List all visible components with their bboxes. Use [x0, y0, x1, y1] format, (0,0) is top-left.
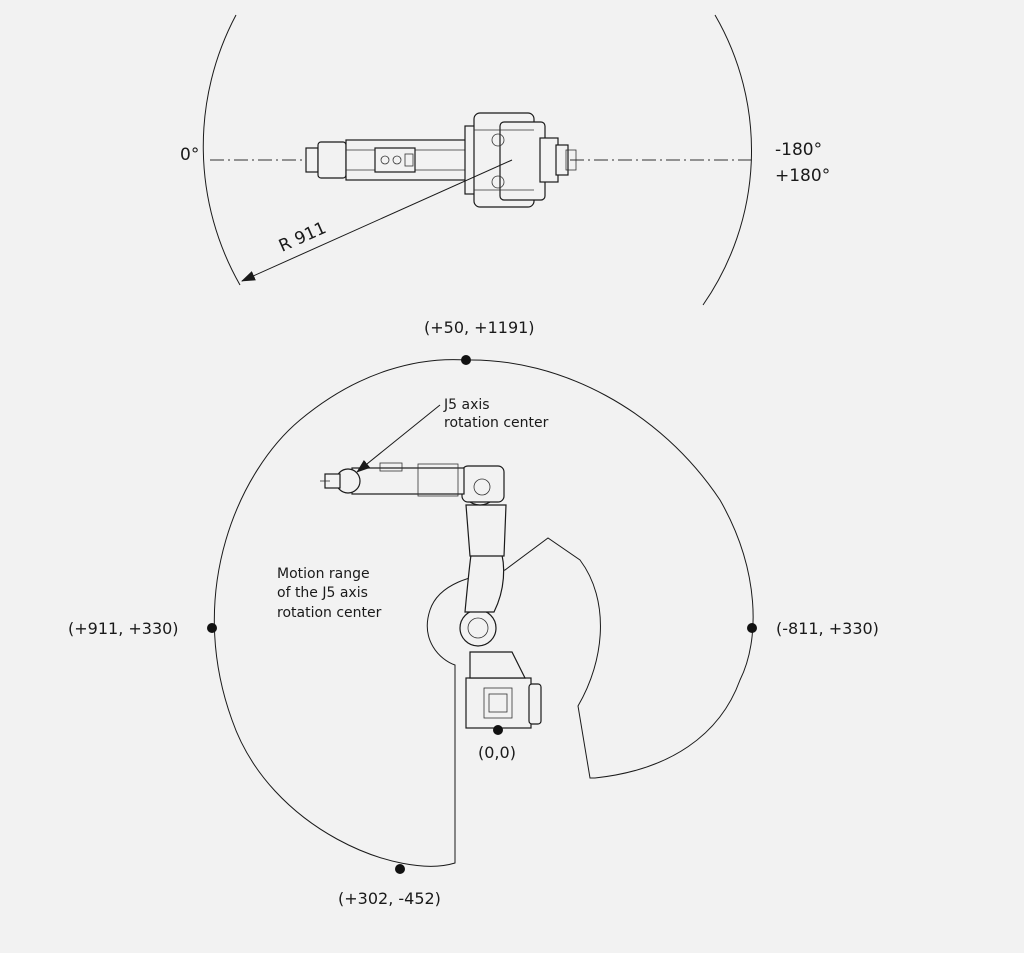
point-top-marker — [461, 355, 471, 365]
point-right-label: (-811, +330) — [776, 619, 879, 638]
point-left-marker — [207, 623, 217, 633]
side-view: (+50, +1191) (+911, +330) (-811, +330) (… — [68, 318, 879, 908]
robot-top-view — [305, 112, 577, 208]
reach-arc-right — [702, 14, 752, 306]
angle-zero-label: 0° — [180, 145, 199, 165]
motion-range-envelope — [213, 359, 754, 867]
point-left-label: (+911, +330) — [68, 619, 179, 638]
j5-callout-line2: rotation center — [444, 415, 549, 431]
motion-range-line3: rotation center — [277, 605, 382, 621]
top-view: 0° -180° +180° R 911 — [180, 14, 830, 306]
j5-callout-leader — [356, 404, 441, 473]
point-bottom-marker — [395, 864, 405, 874]
point-origin-marker — [493, 725, 503, 735]
angle-pos180-label: +180° — [775, 166, 830, 186]
point-bottom-label: (+302, -452) — [338, 889, 441, 908]
angle-neg180-label: -180° — [775, 140, 822, 160]
point-right-marker — [747, 623, 757, 633]
reach-arc-left — [202, 14, 241, 286]
radius-arrow — [241, 159, 513, 282]
j5-callout-line1: J5 axis — [443, 397, 490, 413]
motion-range-line1: Motion range — [277, 566, 370, 582]
robot-side-view — [320, 462, 542, 729]
radius-label: R 911 — [276, 218, 330, 256]
point-top-label: (+50, +1191) — [424, 318, 535, 337]
motion-range-line2: of the J5 axis — [277, 585, 368, 601]
point-origin-label: (0,0) — [478, 743, 516, 762]
